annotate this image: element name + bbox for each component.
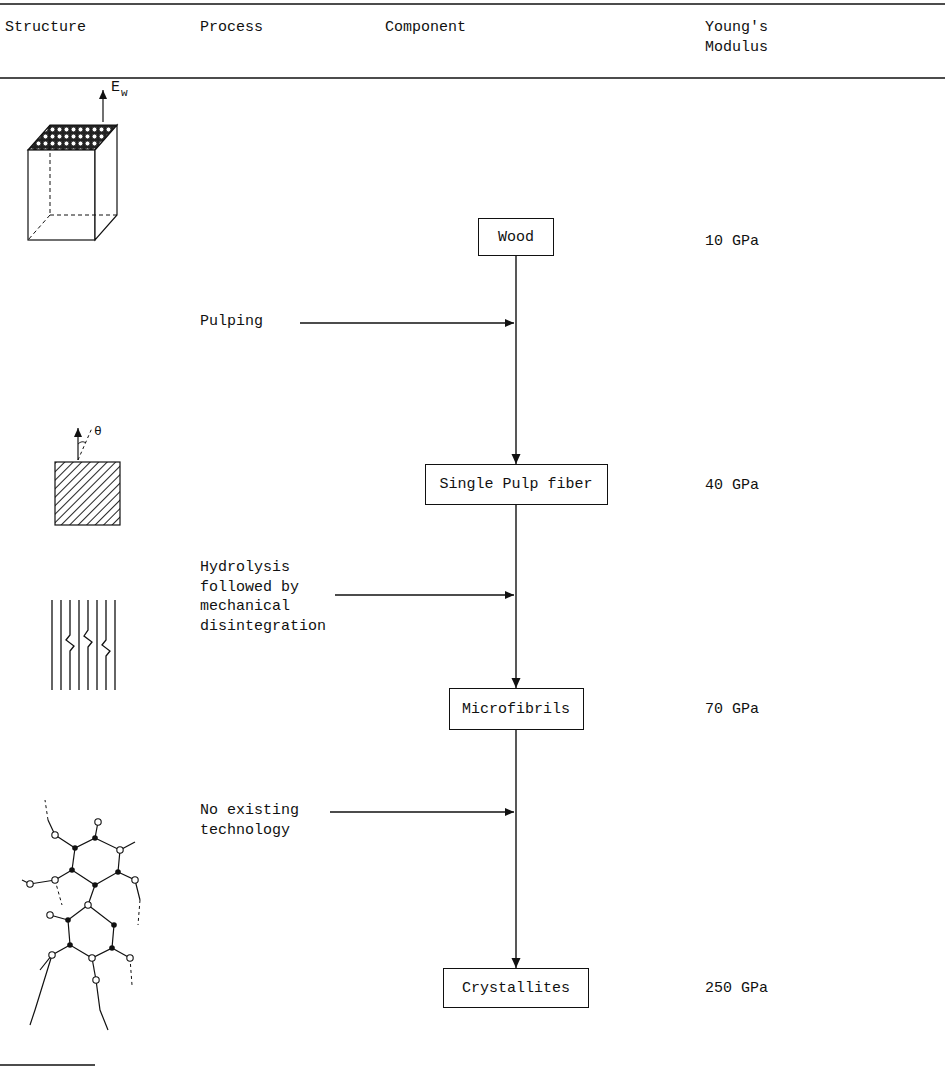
component-name: Wood [498,229,534,246]
column-header: Component [385,18,466,38]
modulus-value: 70 GPa [705,700,759,720]
symbol-label: θ [94,424,102,441]
component-name: Crystallites [462,980,570,997]
column-header: Young's Modulus [705,18,777,57]
component-box: Single Pulp fiber [425,464,608,505]
symbol-label: E [111,78,120,98]
column-header: Process [200,18,263,38]
flow-arrow [512,505,521,688]
process-label: Pulping [200,312,263,332]
modulus-value: 40 GPa [705,476,759,496]
process-label: Hydrolysis followed by mechanical disint… [200,558,331,636]
component-name: Microfibrils [462,701,570,718]
modulus-value: 250 GPa [705,979,768,999]
component-box: Microfibrils [449,688,584,730]
column-header: Structure [5,18,86,38]
component-box: Crystallites [443,968,589,1008]
flow-arrow [512,256,521,464]
symbol-label: w [121,86,128,100]
component-name: Single Pulp fiber [439,476,592,493]
component-box: Wood [478,218,554,256]
flow-arrow [512,730,521,968]
process-label: No existing technology [200,801,308,840]
modulus-value: 10 GPa [705,232,759,252]
